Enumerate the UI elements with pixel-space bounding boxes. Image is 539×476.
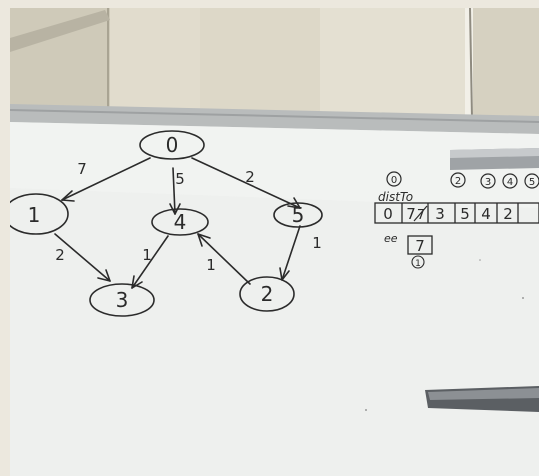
distto-cell: 4 bbox=[481, 205, 491, 223]
visited-mark-circle bbox=[480, 173, 496, 189]
node-label: 4 bbox=[174, 210, 187, 234]
edge-weight: 1 bbox=[312, 234, 322, 252]
blind-rail bbox=[10, 10, 110, 52]
board-speck bbox=[365, 409, 367, 411]
edge-0-5 bbox=[191, 157, 301, 209]
blind-panel-right bbox=[473, 8, 539, 118]
node-label: 1 bbox=[28, 203, 41, 227]
crossed-value: 7 bbox=[417, 208, 425, 223]
edge-0-4 bbox=[172, 167, 176, 215]
distto-array-box bbox=[374, 202, 539, 224]
visited-mark-circle bbox=[386, 171, 402, 187]
edge-0-1 bbox=[61, 157, 151, 201]
magnet-bottom-shine bbox=[428, 388, 539, 400]
arrowhead bbox=[97, 269, 111, 282]
scribble: ee bbox=[384, 232, 398, 245]
visited-mark-circle bbox=[450, 172, 466, 188]
node-4-circle bbox=[151, 208, 209, 236]
photo-canvas: 0 1 4 5 3 2 7 5 2 2 1 1 1 bbox=[10, 8, 539, 476]
strike-mark bbox=[413, 205, 428, 222]
blind-panel bbox=[200, 8, 320, 118]
node-label: 3 bbox=[116, 288, 129, 312]
node-5-circle bbox=[273, 202, 323, 228]
edge-2-4 bbox=[197, 233, 251, 285]
distto-label: distTo bbox=[378, 190, 413, 204]
edge-weight: 7 bbox=[77, 160, 87, 178]
edge-weight: 2 bbox=[55, 246, 65, 264]
arrowhead bbox=[197, 233, 211, 247]
boxed-value: 7 bbox=[415, 237, 425, 255]
boxed-value-box bbox=[407, 235, 433, 255]
distto-cell: 3 bbox=[435, 205, 445, 223]
node-0-circle bbox=[139, 130, 205, 160]
arrowhead bbox=[279, 267, 290, 281]
visited-mark-circle bbox=[502, 173, 518, 189]
blind-panel bbox=[320, 8, 470, 118]
boxed-sub: 1 bbox=[415, 259, 421, 269]
visited-mark: 4 bbox=[507, 177, 513, 188]
distto-cell: 2 bbox=[503, 205, 513, 223]
node-2-circle bbox=[239, 276, 295, 312]
edge-4-3 bbox=[131, 235, 169, 289]
whiteboard-surface bbox=[10, 122, 539, 476]
node-label: 5 bbox=[292, 203, 305, 227]
edge-1-3 bbox=[54, 233, 111, 282]
blind-gap bbox=[465, 8, 473, 118]
distto-cell: 5 bbox=[460, 205, 470, 223]
edge-weight: 1 bbox=[206, 256, 216, 274]
node-label: 2 bbox=[261, 282, 274, 306]
visited-mark: 3 bbox=[485, 177, 491, 188]
boxed-sub-circle bbox=[411, 255, 425, 269]
arrowhead bbox=[61, 190, 75, 202]
edge-weight: 2 bbox=[245, 168, 255, 186]
board-glare bbox=[10, 122, 539, 208]
board-speck bbox=[522, 297, 524, 299]
blind-edge bbox=[469, 8, 473, 119]
board-speck bbox=[479, 259, 481, 261]
visited-mark-circle bbox=[524, 173, 539, 189]
visited-mark: 0 bbox=[391, 175, 397, 186]
edge-weight: 5 bbox=[175, 170, 185, 188]
visited-mark: 2 bbox=[455, 176, 461, 187]
visited-mark: 5 bbox=[529, 177, 535, 188]
frame-line bbox=[10, 109, 539, 123]
magnet-top-shine bbox=[450, 148, 539, 158]
edge-5-2 bbox=[281, 225, 301, 281]
distto-cell: 0 bbox=[383, 205, 393, 223]
whiteboard-photo: 0 1 4 5 3 2 7 5 2 2 1 1 1 bbox=[10, 8, 539, 476]
blind-panel bbox=[110, 8, 200, 118]
distto-cell: 7 bbox=[406, 205, 416, 223]
edge-weight: 1 bbox=[142, 246, 152, 264]
node-1-circle bbox=[10, 193, 69, 235]
node-label: 0 bbox=[166, 133, 179, 157]
node-3-circle bbox=[89, 283, 155, 317]
